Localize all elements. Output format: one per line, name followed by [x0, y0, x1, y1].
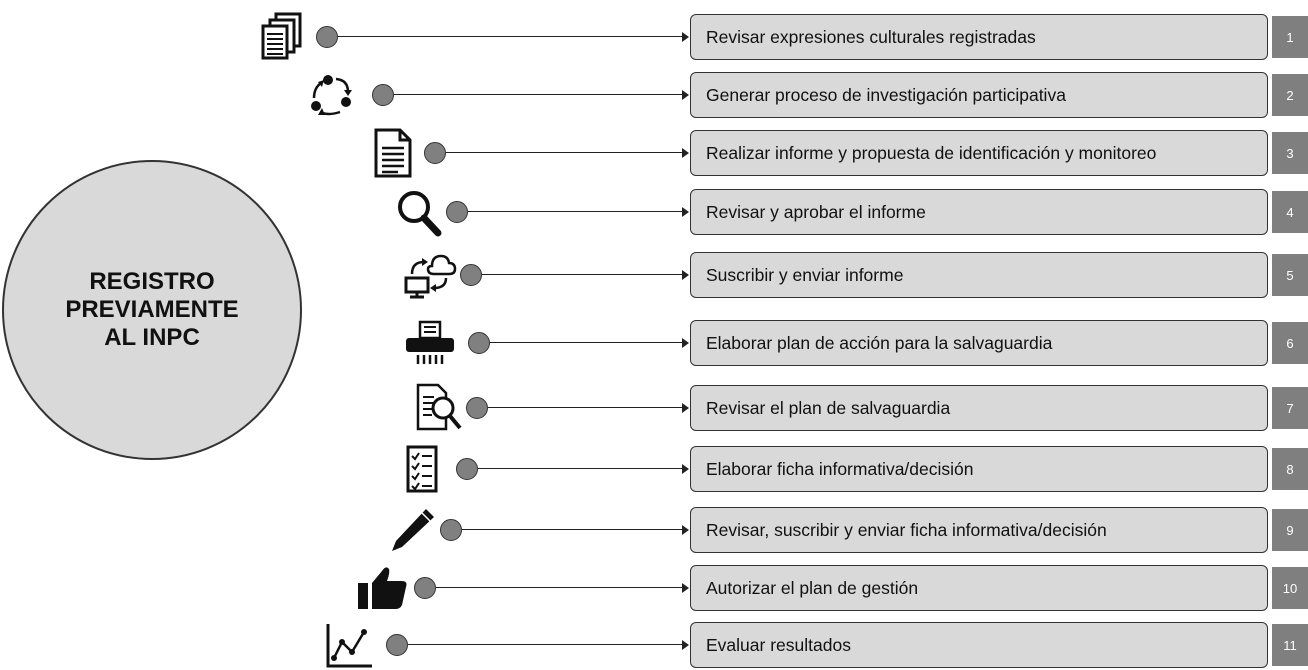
connector-arrowhead — [682, 403, 689, 413]
connector-arrowhead — [682, 338, 689, 348]
step-row: Realizar informe y propuesta de identifi… — [0, 128, 1308, 178]
step-label: Evaluar resultados — [706, 634, 851, 655]
step-row: Revisar expresiones culturales registrad… — [0, 12, 1308, 62]
connector-dot — [424, 142, 446, 164]
connector-arrowhead — [682, 207, 689, 217]
step-row: Autorizar el plan de gestión 10 — [0, 563, 1308, 613]
step-number-badge: 8 — [1272, 448, 1308, 490]
connector-dot — [414, 577, 436, 599]
step-row: Revisar y aprobar el informe 4 — [0, 187, 1308, 237]
step-label: Suscribir y enviar informe — [706, 264, 904, 285]
thumbs-up-icon — [356, 563, 412, 613]
step-number-badge: 10 — [1272, 567, 1308, 609]
step-box: Generar proceso de investigación partici… — [690, 72, 1268, 118]
center-circle: REGISTRO PREVIAMENTE AL INPC — [2, 160, 302, 460]
step-number-badge: 5 — [1272, 254, 1308, 296]
step-number-badge: 4 — [1272, 191, 1308, 233]
connector-dot — [460, 264, 482, 286]
connector-line — [482, 274, 682, 275]
connector-arrowhead — [682, 583, 689, 593]
step-label: Autorizar el plan de gestión — [706, 577, 919, 598]
connector-line — [338, 36, 682, 37]
connector-arrowhead — [682, 464, 689, 474]
step-box: Revisar y aprobar el informe — [690, 189, 1268, 235]
step-row: Suscribir y enviar informe 5 — [0, 250, 1308, 300]
step-box: Elaborar ficha informativa/decisión — [690, 446, 1268, 492]
magnifier-icon — [392, 187, 448, 237]
center-label: REGISTRO PREVIAMENTE AL INPC — [65, 268, 239, 351]
connector-arrowhead — [682, 270, 689, 280]
step-box: Revisar, suscribir y enviar ficha inform… — [690, 507, 1268, 553]
documents-stack-icon — [258, 12, 314, 62]
step-label: Realizar informe y propuesta de identifi… — [706, 142, 1157, 163]
connector-arrowhead — [682, 148, 689, 158]
connector-dot — [466, 397, 488, 419]
connector-line — [490, 342, 682, 343]
step-row: Revisar el plan de salvaguardia 7 — [0, 383, 1308, 433]
connector-arrowhead — [682, 640, 689, 650]
step-box: Evaluar resultados — [690, 622, 1268, 668]
step-label: Revisar, suscribir y enviar ficha inform… — [706, 519, 1107, 540]
connector-arrowhead — [682, 32, 689, 42]
connector-arrowhead — [682, 525, 689, 535]
step-number-badge: 1 — [1272, 16, 1308, 58]
connector-dot — [446, 201, 468, 223]
connector-dot — [386, 634, 408, 656]
step-box: Realizar informe y propuesta de identifi… — [690, 130, 1268, 176]
step-number-badge: 2 — [1272, 74, 1308, 116]
connector-line — [446, 152, 682, 153]
connector-dot — [372, 84, 394, 106]
connector-line — [462, 529, 682, 530]
step-label: Revisar el plan de salvaguardia — [706, 397, 951, 418]
step-number-badge: 11 — [1272, 624, 1308, 666]
step-number-badge: 6 — [1272, 322, 1308, 364]
step-row: Generar proceso de investigación partici… — [0, 70, 1308, 120]
step-row: Elaborar plan de acción para la salvagua… — [0, 318, 1308, 368]
pencil-icon — [386, 505, 442, 555]
step-number-badge: 7 — [1272, 387, 1308, 429]
connector-line — [394, 94, 682, 95]
step-label: Generar proceso de investigación partici… — [706, 84, 1066, 105]
connector-dot — [316, 26, 338, 48]
step-label: Elaborar ficha informativa/decisión — [706, 458, 974, 479]
step-box: Elaborar plan de acción para la salvagua… — [690, 320, 1268, 366]
step-box: Revisar el plan de salvaguardia — [690, 385, 1268, 431]
connector-line — [488, 407, 682, 408]
connector-line — [436, 587, 682, 588]
document-search-icon — [410, 383, 466, 433]
step-box: Suscribir y enviar informe — [690, 252, 1268, 298]
step-label: Revisar y aprobar el informe — [706, 201, 926, 222]
step-box: Autorizar el plan de gestión — [690, 565, 1268, 611]
step-box: Revisar expresiones culturales registrad… — [690, 14, 1268, 60]
connector-line — [408, 644, 682, 645]
step-row: Revisar, suscribir y enviar ficha inform… — [0, 505, 1308, 555]
checklist-icon — [398, 444, 454, 494]
cloud-computer-sync-icon — [402, 250, 458, 300]
step-row: Elaborar ficha informativa/decisión 8 — [0, 444, 1308, 494]
connector-line — [468, 211, 682, 212]
step-number-badge: 3 — [1272, 132, 1308, 174]
connector-arrowhead — [682, 90, 689, 100]
step-label: Revisar expresiones culturales registrad… — [706, 26, 1036, 47]
connector-dot — [440, 519, 462, 541]
step-label: Elaborar plan de acción para la salvagua… — [706, 332, 1053, 353]
connector-dot — [456, 458, 478, 480]
cycle-arrows-icon — [308, 70, 364, 120]
shredder-printer-icon — [402, 318, 458, 368]
connector-line — [478, 468, 682, 469]
connector-dot — [468, 332, 490, 354]
document-icon — [366, 128, 422, 178]
step-number-badge: 9 — [1272, 509, 1308, 551]
